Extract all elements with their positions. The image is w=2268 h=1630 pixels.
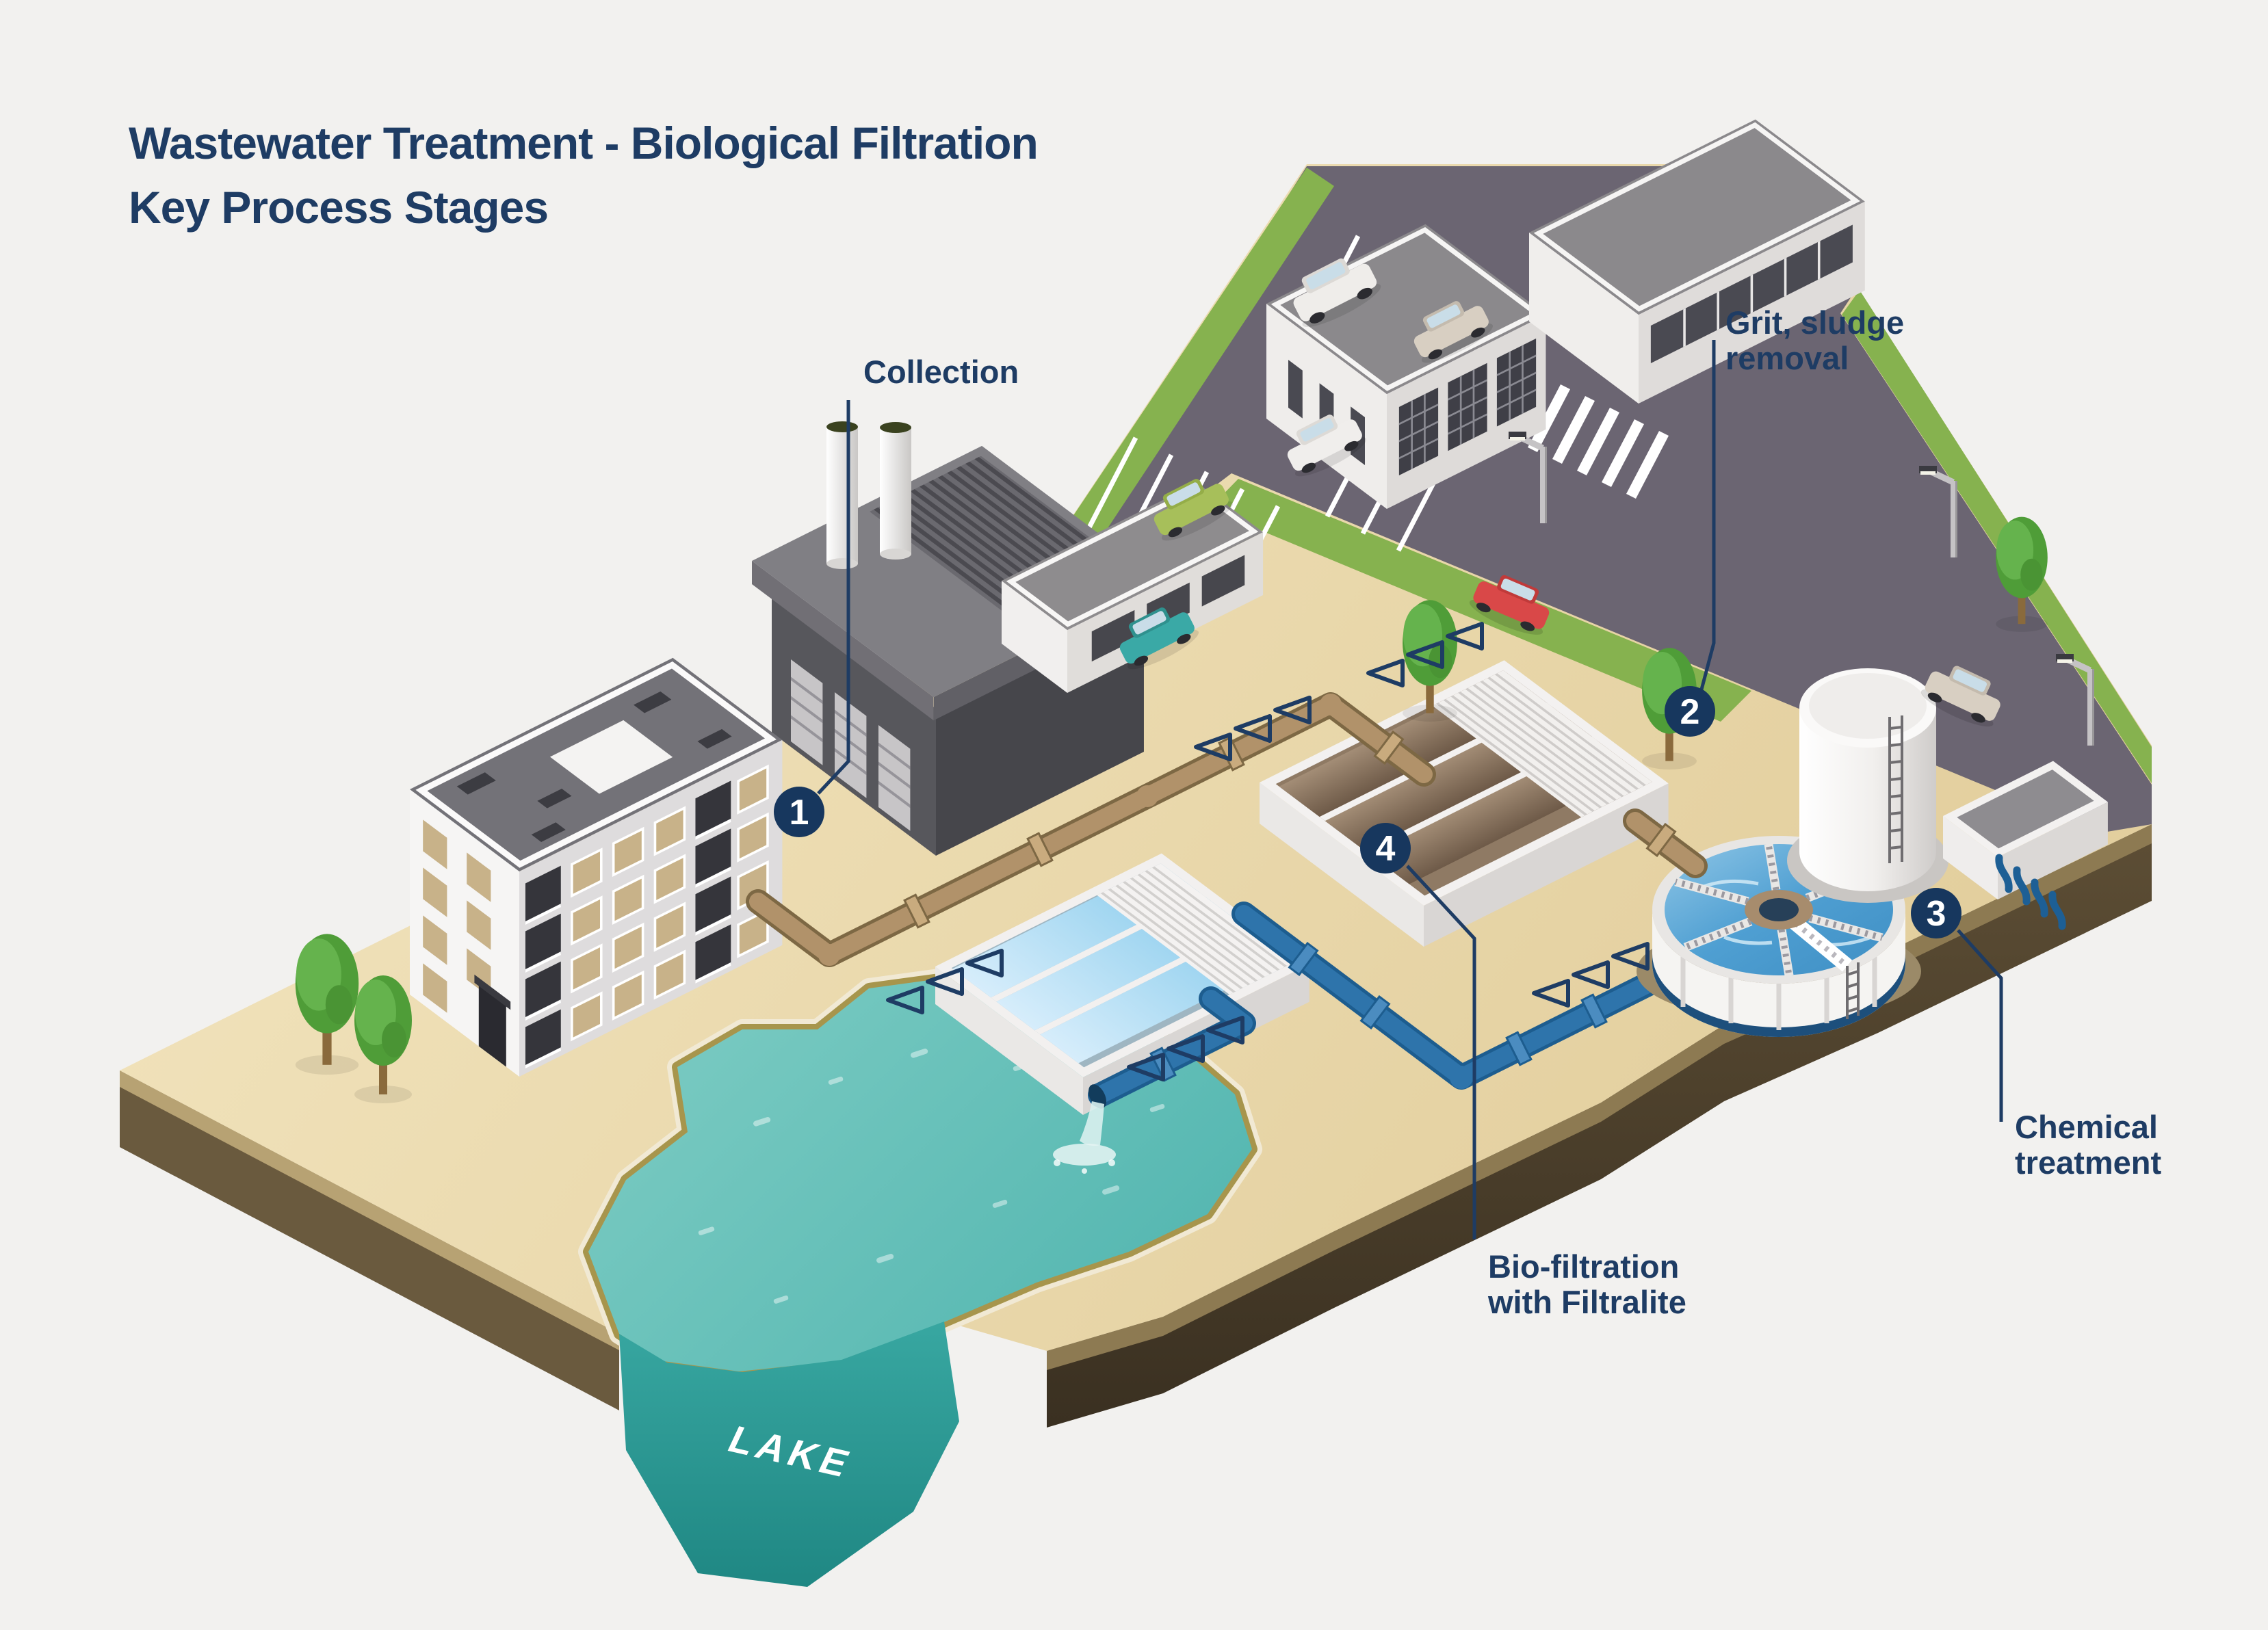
chemical-vapor-pipes — [1995, 854, 2066, 930]
pipe-collars — [903, 730, 1677, 929]
car-white — [1287, 415, 1367, 477]
stage-2-marker — [1665, 686, 1715, 737]
roof-access-box — [549, 720, 673, 794]
grid-windows — [1398, 338, 1537, 476]
discharge-splash — [1053, 1144, 1116, 1166]
cars — [1119, 258, 2000, 727]
car-white-van — [1293, 258, 1381, 328]
stage-4-label-line1: Bio-filtration — [1488, 1248, 1679, 1285]
stage-3-marker — [1911, 888, 1961, 938]
callout-1: 1 Collection — [774, 354, 1019, 837]
roof-vents — [456, 691, 732, 842]
stage-1-marker — [774, 787, 824, 837]
stage-2-label-line2: removal — [1725, 340, 1849, 376]
car-green — [1153, 479, 1234, 541]
callout-2-line — [1699, 340, 1716, 690]
bio-filtration-pool — [935, 853, 1309, 1116]
title-line-1: Wastewater Treatment - Biological Filtra… — [129, 118, 1038, 168]
car-teal — [1119, 607, 1199, 670]
pipe-collars — [1288, 941, 1608, 1066]
discharge-stream — [1080, 1101, 1104, 1146]
office-building — [1266, 224, 1546, 510]
clarifier-wall-fins — [1680, 956, 1877, 1030]
car-beige — [1413, 301, 1494, 363]
tank-ladder — [1888, 715, 1903, 863]
sewage-pipe — [746, 692, 1708, 967]
callout-2: 2 Grit, sludge removal — [1665, 304, 1904, 737]
top-building — [1529, 119, 1865, 404]
stage-1-number: 1 — [790, 793, 809, 832]
factory-doors — [791, 659, 911, 831]
stage-4-marker — [1360, 823, 1411, 873]
factory-chimney-1 — [826, 421, 858, 569]
apartment-right-windows — [571, 764, 769, 1042]
car-beige-road — [1920, 666, 2000, 727]
chemical-dosing-unit — [1943, 761, 2108, 930]
apartment-entrance — [478, 983, 506, 1067]
stage-3-number: 3 — [1927, 894, 1946, 934]
stage-4-label-line2: with Filtralite — [1487, 1284, 1686, 1320]
stage-3-label-line1: Chemical — [2015, 1109, 2158, 1145]
title-line-2: Key Process Stages — [129, 182, 548, 233]
callout-4-line — [1406, 865, 1476, 1239]
lake-side-face — [619, 1322, 959, 1587]
clarifier-ladder — [1846, 962, 1860, 1019]
lake-ripples — [698, 1049, 1165, 1304]
page-title: Wastewater Treatment - Biological Filtra… — [129, 118, 1039, 233]
car-red — [1469, 575, 1550, 635]
storage-tank — [1787, 668, 1948, 903]
stage-2-label-line1: Grit, sludge — [1725, 304, 1904, 341]
stage-1-label: Collection — [863, 354, 1019, 390]
stage-4-number: 4 — [1376, 829, 1396, 869]
outfall-pipe — [1053, 986, 1256, 1174]
callout-3-line — [1957, 929, 2003, 1122]
stage-2-number: 2 — [1680, 692, 1700, 732]
callout-4: 4 Bio-filtration with Filtralite — [1360, 823, 1686, 1320]
apartment-building — [410, 657, 783, 1077]
stage-3-label-line2: treatment — [2015, 1144, 2162, 1181]
factory-chimney-2 — [880, 422, 911, 560]
treated-water-pipe — [1231, 902, 1675, 1090]
callout-1-line — [817, 400, 850, 795]
callout-3: 3 Chemical treatment — [1911, 888, 2162, 1181]
